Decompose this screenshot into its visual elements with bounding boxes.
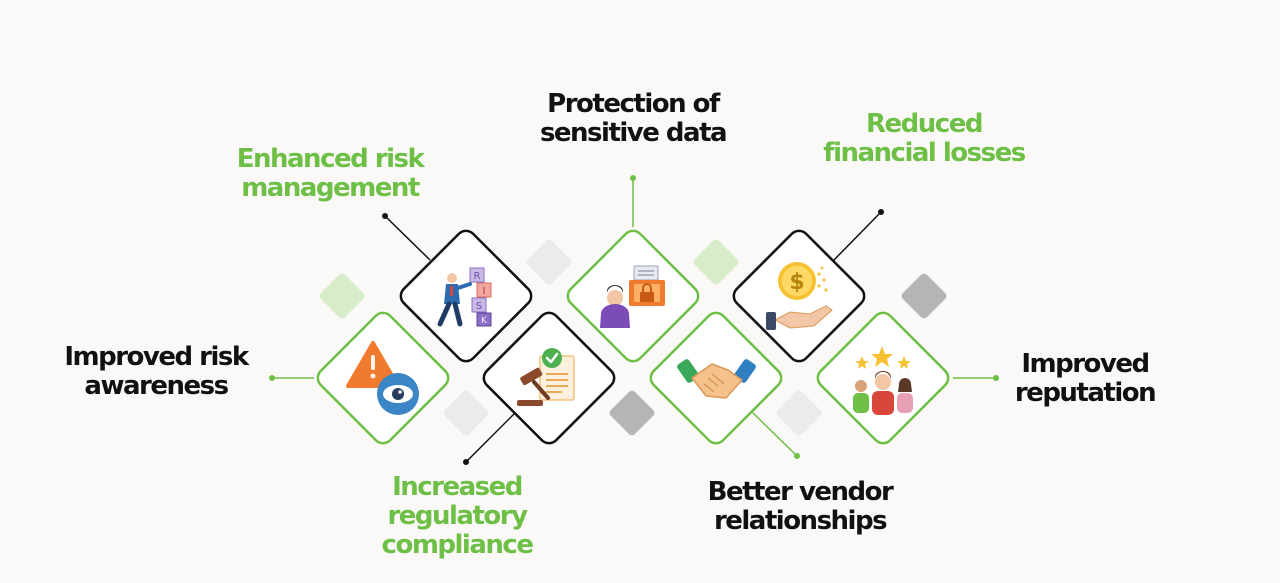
deco-square [776, 390, 822, 436]
warning-eye-icon [346, 341, 419, 415]
deco-square [319, 273, 365, 319]
svg-text:K: K [481, 316, 488, 326]
deco-square [693, 239, 739, 285]
connector-risk-awareness [269, 375, 314, 381]
label-regulatory-compliance: Increased regulatory compliance [381, 472, 534, 560]
svg-text:R: R [474, 271, 481, 282]
deco-square [526, 239, 572, 285]
risk-blocks-icon: R I S K [437, 267, 492, 327]
connector-financial-losses [833, 209, 884, 261]
connector-vendor-relationships [751, 411, 800, 459]
svg-text:S: S [476, 301, 482, 312]
handshake-icon [677, 359, 756, 399]
label-risk-awareness: Improved risk awareness [64, 342, 249, 401]
label-financial-losses: Reduced financial losses [823, 109, 1026, 168]
deco-square [443, 390, 489, 436]
connector-data-protection [630, 175, 636, 227]
connector-regulatory-compliance [463, 412, 516, 465]
label-data-protection: Protection of sensitive data [539, 89, 728, 148]
people-stars-icon [853, 346, 913, 415]
tile-risk-management [399, 229, 533, 363]
locked-folder-user-icon [600, 265, 665, 328]
svg-text:$: $ [789, 270, 804, 295]
deco-square [901, 273, 947, 319]
label-vendor-relationships: Better vendor relationships [707, 477, 894, 536]
connector-reputation [953, 375, 999, 381]
gavel-document-icon [517, 348, 575, 406]
connector-risk-management [382, 213, 431, 261]
coin-hand-icon: $ [766, 262, 833, 330]
label-risk-management: Enhanced risk management [236, 144, 425, 203]
deco-square [609, 390, 655, 436]
svg-text:I: I [483, 286, 486, 297]
label-reputation: Improved reputation [1014, 349, 1157, 408]
